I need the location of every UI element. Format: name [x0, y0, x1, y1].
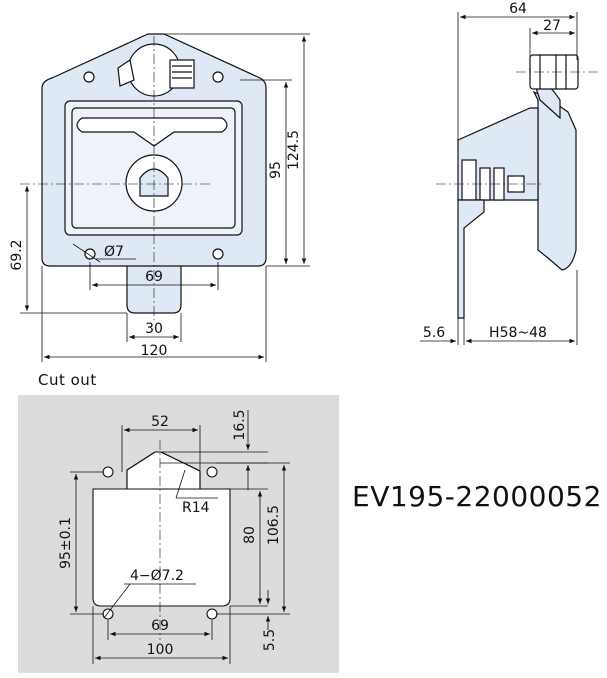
dim-top-width: 52: [151, 414, 169, 430]
side-latch: [457, 199, 485, 319]
dim-bottom-offset: 5.5: [262, 629, 278, 651]
dim-top-offset: 16.5: [232, 409, 248, 440]
shaft: [126, 261, 182, 314]
dim-overall-width-cut: 100: [147, 642, 174, 658]
dim-shaft-width: 30: [145, 321, 163, 337]
dim-radius: R14: [182, 500, 210, 516]
dim-outer-height: 106.5: [266, 505, 282, 545]
dim-overall-depth: 64: [509, 1, 527, 17]
dim-holes: 4−Ø7.2: [130, 568, 184, 584]
dim-h-range: H58~48: [489, 325, 547, 341]
part-number: EV195-22000052: [352, 480, 602, 513]
dim-hole-spacing-cut: 69: [151, 618, 169, 634]
mount-hole: [84, 248, 96, 260]
mount-hole: [212, 248, 224, 260]
mount-hole: [212, 71, 224, 83]
cutout-title: Cut out: [38, 371, 97, 389]
dim-hole-spacing: 69: [145, 269, 163, 285]
front-view: [41, 33, 267, 314]
t-handle: [76, 117, 228, 147]
side-view: [457, 54, 579, 319]
dim-overall-width: 120: [141, 343, 168, 359]
dim-hole-dia: Ø7: [104, 244, 124, 260]
dim-height-tol: 95±0.1: [58, 517, 74, 569]
mount-hole: [83, 71, 95, 83]
cutout-shape: [92, 451, 231, 620]
dim-lock-depth: 27: [543, 18, 561, 34]
dim-height-inner: 95: [268, 161, 284, 179]
dim-height-outer: 124.5: [286, 130, 302, 170]
dim-inner-height: 80: [242, 526, 258, 544]
side-body: [532, 90, 577, 271]
dim-plate-thickness: 5.6: [423, 325, 445, 341]
dim-hole-height: 69.2: [9, 239, 25, 270]
